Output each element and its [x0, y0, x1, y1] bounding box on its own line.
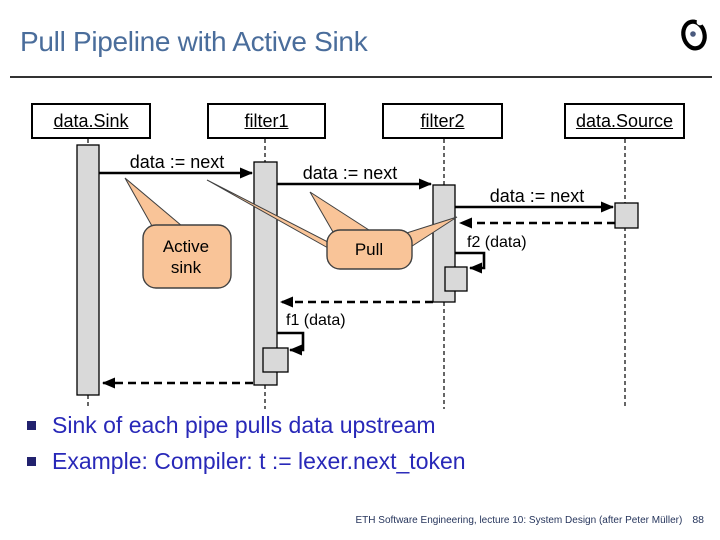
nested-activation-filter1	[262, 347, 289, 373]
bullet-text: Example: Compiler: t := lexer.next_token	[52, 448, 466, 474]
actor-box-filter1: filter1	[207, 103, 326, 139]
callout-pull	[326, 229, 413, 270]
call-label-2: data := next	[303, 163, 398, 183]
callout-tail-active-sink	[124, 177, 184, 227]
nested-activation-filter2	[444, 266, 468, 292]
callout-active-sink-line1: Active	[163, 237, 209, 256]
actor-box-filter2: filter2	[382, 103, 503, 139]
page-title: Pull Pipeline with Active Sink	[20, 26, 368, 57]
bullet-square-icon	[27, 421, 36, 430]
bullet-list: Sink of each pipe pulls data upstream Ex…	[27, 412, 687, 484]
self-call-filter1	[277, 331, 305, 356]
callout-pull-label: Pull	[355, 240, 383, 259]
callout-active-sink-line2: sink	[171, 258, 202, 277]
actor-label-datasource: data.Source	[575, 110, 674, 131]
actor-label-datasink: data.Sink	[53, 110, 129, 131]
call-label-1: data := next	[130, 152, 225, 172]
bullet-square-icon	[27, 457, 36, 466]
actor-box-datasink: data.Sink	[31, 103, 151, 139]
lecture-logo-icon	[681, 18, 707, 51]
bullet-item: Sink of each pipe pulls data upstream	[27, 412, 687, 439]
activation-bar-datasource	[614, 202, 639, 229]
slide-footer: ETH Software Engineering, lecture 10: Sy…	[356, 514, 705, 526]
self-call-filter2	[455, 251, 486, 274]
bullet-item: Example: Compiler: t := lexer.next_token	[27, 448, 687, 475]
page-number: 88	[692, 514, 704, 526]
actor-label-filter1: filter1	[244, 110, 289, 131]
return-label-f1: f1 (data)	[286, 312, 346, 329]
call-label-3: data := next	[490, 186, 585, 206]
footer-text: ETH Software Engineering, lecture 10: Sy…	[355, 515, 683, 526]
callout-active-sink	[142, 224, 232, 289]
actor-label-filter2: filter2	[420, 110, 465, 131]
return-label-f2: f2 (data)	[467, 234, 527, 251]
bullet-text: Sink of each pipe pulls data upstream	[52, 412, 436, 438]
activation-bar-datasink	[76, 144, 100, 396]
activation-bar-filter1	[253, 161, 278, 386]
callout-tail-pull-middle	[309, 191, 374, 233]
actor-box-datasource: data.Source	[564, 103, 685, 139]
title-divider	[10, 76, 712, 78]
